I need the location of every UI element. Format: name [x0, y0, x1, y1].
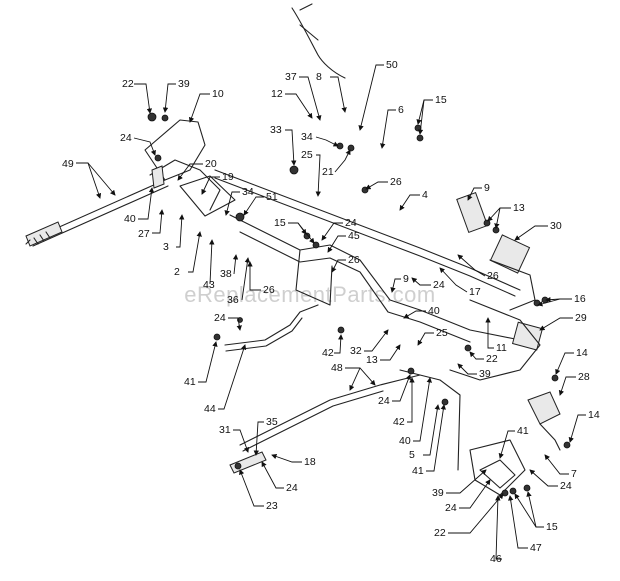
callout-2: 2	[174, 266, 180, 278]
callout-38: 38	[220, 268, 232, 280]
callout-15c: 15	[546, 521, 558, 533]
callout-24g: 24	[560, 480, 572, 492]
callout-15b: 15	[274, 217, 286, 229]
callout-39a: 39	[178, 78, 190, 90]
callout-39b: 39	[479, 368, 491, 380]
callout-34a: 34	[242, 186, 254, 198]
callout-19: 19	[222, 171, 234, 183]
callout-40c: 40	[399, 435, 411, 447]
callout-24a: 24	[120, 132, 132, 144]
callout-13b: 13	[366, 354, 378, 366]
callout-24b: 24	[345, 217, 357, 229]
callout-24h: 24	[445, 502, 457, 514]
parts-artwork	[25, 3, 571, 497]
leader-lines	[76, 64, 586, 560]
callout-9a: 9	[484, 182, 490, 194]
callout-15a: 15	[435, 94, 447, 106]
callout-13a: 13	[513, 202, 525, 214]
callout-29: 29	[575, 312, 587, 324]
callout-22a: 22	[122, 78, 134, 90]
callout-25b: 25	[436, 327, 448, 339]
callout-18: 18	[304, 456, 316, 468]
callout-14b: 14	[588, 409, 600, 421]
callout-17: 17	[469, 286, 481, 298]
callout-26a: 26	[263, 284, 275, 296]
callout-5: 5	[409, 449, 415, 461]
callout-26c: 26	[348, 254, 360, 266]
callout-10: 10	[212, 88, 224, 100]
callout-20: 20	[205, 158, 217, 170]
callout-41c: 41	[412, 465, 424, 477]
callout-49: 49	[62, 158, 74, 170]
callout-23: 23	[266, 500, 278, 512]
callout-44: 44	[204, 403, 216, 415]
callout-24e: 24	[378, 395, 390, 407]
callout-40a: 40	[124, 213, 136, 225]
callout-28: 28	[578, 371, 590, 383]
callout-43: 43	[203, 279, 215, 291]
callout-24c: 24	[433, 279, 445, 291]
callout-26b: 26	[390, 176, 402, 188]
callout-51: 51	[266, 191, 278, 203]
callout-8: 8	[316, 71, 322, 83]
callout-12: 12	[271, 88, 283, 100]
callout-41b: 41	[517, 425, 529, 437]
callout-37: 37	[285, 71, 297, 83]
callout-35: 35	[266, 416, 278, 428]
callout-3: 3	[163, 241, 169, 253]
callout-11: 11	[496, 342, 507, 354]
callout-27: 27	[138, 228, 150, 240]
callout-40b: 40	[428, 305, 440, 317]
callout-42b: 42	[393, 416, 405, 428]
callout-45: 45	[348, 230, 360, 242]
callout-41a: 41	[184, 376, 196, 388]
callout-25a: 25	[301, 149, 313, 161]
callout-33: 33	[270, 124, 282, 136]
callout-30: 30	[550, 220, 562, 232]
callout-14a: 14	[576, 347, 588, 359]
callout-50: 50	[386, 59, 398, 71]
callout-6: 6	[398, 104, 404, 116]
callout-42a: 42	[322, 347, 334, 359]
callout-26d: 26	[487, 270, 499, 282]
callout-16: 16	[574, 293, 586, 305]
callout-labels: 22 39 10 24 49 20 19 40 27 3 34 51 2 43 …	[62, 59, 600, 565]
callout-39c: 39	[432, 487, 444, 499]
callout-22c: 22	[434, 527, 446, 539]
callout-4: 4	[422, 189, 428, 201]
callout-7: 7	[571, 468, 577, 480]
callout-21: 21	[322, 166, 334, 178]
callout-22b: 22	[486, 353, 498, 365]
callout-47: 47	[530, 542, 542, 554]
callout-9b: 9	[403, 273, 409, 285]
callout-31: 31	[219, 424, 231, 436]
callout-24d: 24	[214, 312, 226, 324]
callout-34b: 34	[301, 131, 313, 143]
callout-48: 48	[331, 362, 343, 374]
callout-24f: 24	[286, 482, 298, 494]
callout-36: 36	[227, 294, 239, 306]
callout-32: 32	[350, 345, 362, 357]
